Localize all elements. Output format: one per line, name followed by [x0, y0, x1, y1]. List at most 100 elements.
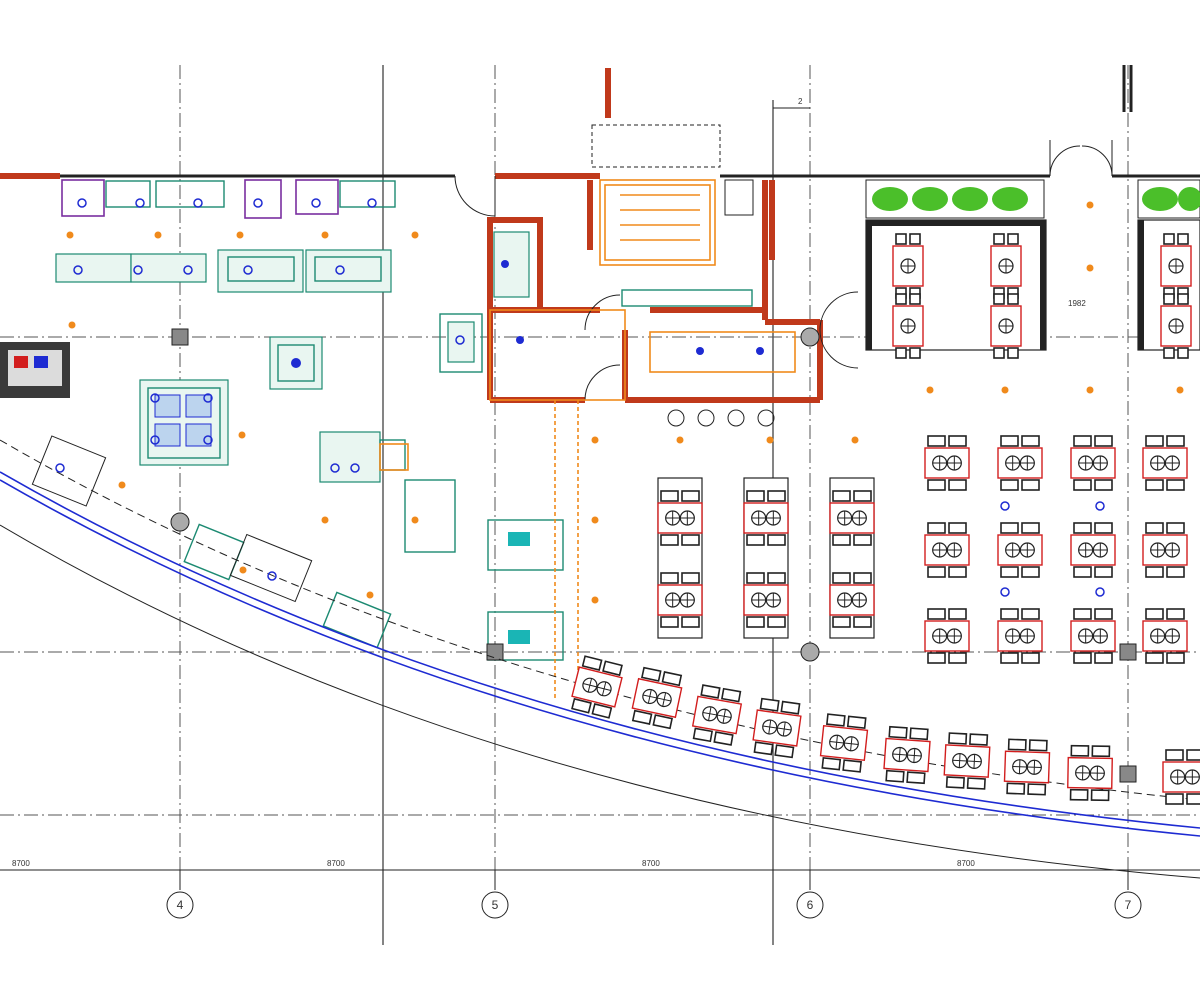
light-fixtures [66, 201, 1184, 604]
curved-facade [0, 439, 1200, 879]
dining-table [883, 725, 931, 785]
equipment-marker [330, 463, 340, 473]
dimension-1: 8700 [12, 859, 30, 868]
dining-table [1070, 522, 1116, 578]
dining-table [657, 490, 703, 546]
equipment-marker [1000, 501, 1010, 511]
dining-table [997, 522, 1043, 578]
kitchen-equipment [0, 179, 579, 700]
dining-table [1067, 744, 1113, 802]
light-fixture-dot [1086, 386, 1094, 394]
light-fixture-dot [766, 436, 774, 444]
equipment-marker [243, 265, 253, 275]
light-fixture-dot [66, 231, 74, 239]
equipment-marker [350, 463, 360, 473]
equipment-marker [77, 198, 87, 208]
equipment-marker [135, 198, 145, 208]
dining-table [1142, 522, 1188, 578]
section-marker-label: 2 [798, 97, 803, 106]
service-counters [489, 231, 796, 427]
dining-table [924, 608, 970, 664]
dining-table [1070, 435, 1116, 491]
dining-table [819, 713, 869, 773]
dining-table [631, 666, 683, 730]
light-fixture-dot [851, 436, 859, 444]
light-fixture-dot [238, 431, 246, 439]
light-fixture-dot [239, 566, 247, 574]
dining-table [657, 572, 703, 628]
light-fixture-dot [926, 386, 934, 394]
dining-table [829, 490, 875, 546]
dining-table [997, 435, 1043, 491]
dining-table [1142, 435, 1188, 491]
equipment-marker [203, 435, 213, 445]
equipment-markers [55, 198, 1105, 597]
light-fixture-dot [411, 231, 419, 239]
light-fixture-dot [154, 231, 162, 239]
light-fixture-dot [1086, 264, 1094, 272]
light-fixture-dot [591, 516, 599, 524]
equipment-marker [253, 198, 263, 208]
equipment-marker [1095, 501, 1105, 511]
dining-table [743, 490, 789, 546]
equipment-marker [203, 393, 213, 403]
dimension-labels: 8700 8700 8700 8700 1982 [12, 299, 1086, 868]
light-fixture-dot [1176, 386, 1184, 394]
light-fixture-dot [118, 481, 126, 489]
dining-table [743, 572, 789, 628]
light-fixture-dot [676, 436, 684, 444]
equipment-marker [193, 198, 203, 208]
equipment-marker [73, 265, 83, 275]
dining-table [997, 608, 1043, 664]
dining-table [1070, 608, 1116, 664]
light-fixture-dot [366, 591, 374, 599]
dimension-3: 8700 [642, 859, 660, 868]
dining-table [990, 293, 1022, 359]
light-fixture-dot [321, 516, 329, 524]
equipment-marker [150, 435, 160, 445]
dining-table [892, 233, 924, 299]
dining-table [829, 572, 875, 628]
dining-table [1003, 738, 1051, 796]
dining-table [892, 293, 924, 359]
equipment-marker [335, 265, 345, 275]
equipment-marker [133, 265, 143, 275]
light-fixture-dot [1001, 386, 1009, 394]
dining-table [571, 655, 623, 719]
doors [454, 140, 1113, 401]
light-fixture-dot [68, 321, 76, 329]
dining-table [691, 684, 743, 746]
dining-tables [571, 233, 1200, 805]
light-fixture-dot [321, 231, 329, 239]
equipment-marker [1095, 587, 1105, 597]
dining-table [1142, 608, 1188, 664]
dining-table [943, 732, 991, 790]
stair-core [599, 179, 754, 307]
equipment-marker [1000, 587, 1010, 597]
dimension-4: 8700 [957, 859, 975, 868]
light-fixture-dot [591, 596, 599, 604]
dimension-1982: 1982 [1068, 299, 1086, 308]
axis-label-6: 6 [807, 898, 814, 912]
equipment-marker [455, 335, 465, 345]
equipment-marker [55, 463, 65, 473]
dining-table [1160, 293, 1192, 359]
light-fixture-dot [411, 516, 419, 524]
light-fixture-dot [591, 436, 599, 444]
dimension-2: 8700 [327, 859, 345, 868]
equipment-marker [311, 198, 321, 208]
equipment-marker [150, 393, 160, 403]
light-fixture-dot [1086, 201, 1094, 209]
dining-table [752, 697, 802, 759]
axis-label-4: 4 [177, 898, 184, 912]
section-marker: 2 [773, 97, 810, 109]
axis-label-5: 5 [492, 898, 499, 912]
grid-axes [0, 65, 1200, 945]
axis-markers: 4 5 6 7 [166, 870, 1142, 919]
dining-table [1162, 749, 1200, 805]
dining-table [924, 522, 970, 578]
planters [865, 179, 1200, 219]
light-fixture-dot [236, 231, 244, 239]
structural-columns [170, 327, 1137, 783]
